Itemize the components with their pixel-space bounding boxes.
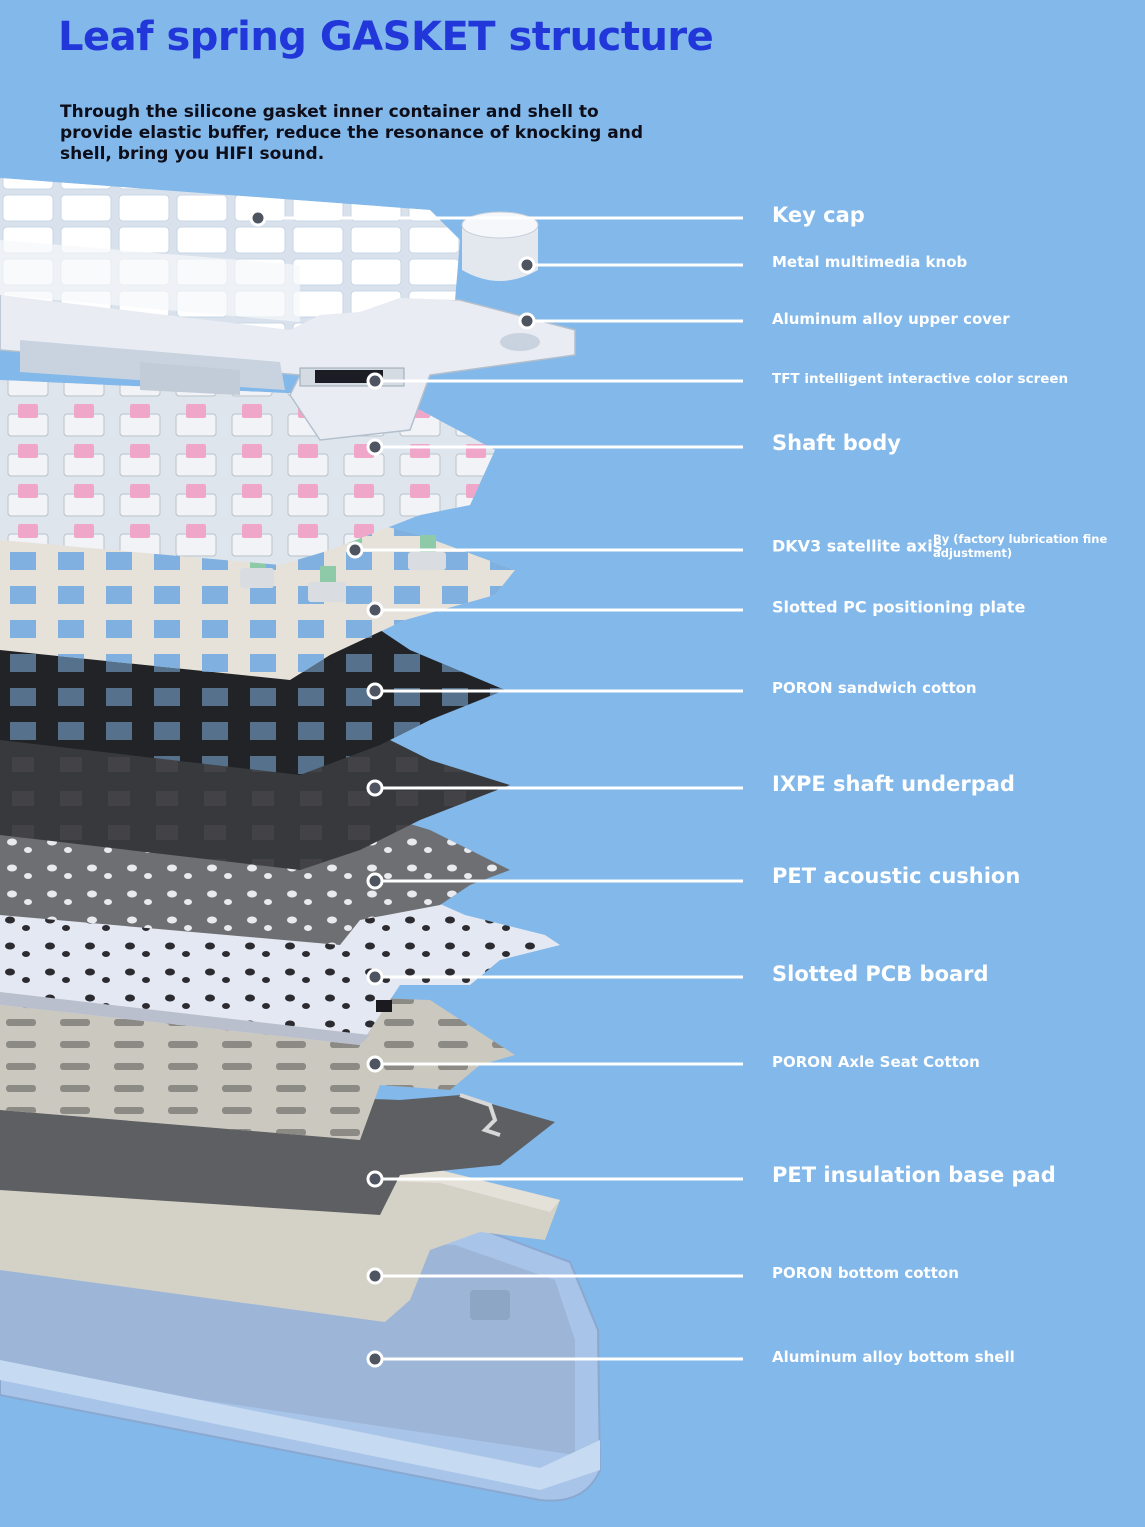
keycap-layer: [0, 178, 460, 330]
satellite-axis-stabilizers: [240, 523, 446, 602]
label-pet-acoustic-cushion: PET acoustic cushion: [772, 864, 1021, 888]
poron-axle-seat-cotton-layer: [0, 985, 515, 1140]
leader-lines: [258, 216, 743, 1361]
dkv3-lubrication-note: By (factory lubrication fine adjustment): [933, 532, 1108, 560]
label-dkv3-satellite-axis: DKV3 satellite axis: [772, 536, 943, 556]
page-subtitle: Through the silicone gasket inner contai…: [60, 102, 644, 164]
label-aluminum-alloy-upper-cover: Aluminum alloy upper cover: [772, 310, 1010, 328]
label-slotted-pc-positioning-plate: Slotted PC positioning plate: [772, 597, 1026, 617]
leader-markers: [249, 209, 536, 1368]
label-tft-color-screen: TFT intelligent interactive color screen: [772, 371, 1069, 387]
label-shaft-body: Shaft body: [772, 431, 901, 455]
label-slotted-pcb-board: Slotted PCB board: [772, 962, 989, 986]
ixpe-shaft-underpad-layer: [0, 720, 510, 870]
label-ixpe-shaft-underpad: IXPE shaft underpad: [772, 772, 1015, 796]
page-title: Leaf spring GASKET structure: [58, 14, 714, 60]
label-poron-axle-seat-cotton: PORON Axle Seat Cotton: [772, 1053, 980, 1071]
label-metal-multimedia-knob: Metal multimedia knob: [772, 253, 968, 271]
label-poron-sandwich-cotton: PORON sandwich cotton: [772, 679, 977, 697]
label-pet-insulation-base-pad: PET insulation base pad: [772, 1163, 1056, 1187]
label-poron-bottom-cotton: PORON bottom cotton: [772, 1264, 959, 1282]
label-aluminum-alloy-bottom-shell: Aluminum alloy bottom shell: [772, 1348, 1015, 1366]
label-key-cap: Key cap: [772, 203, 865, 227]
